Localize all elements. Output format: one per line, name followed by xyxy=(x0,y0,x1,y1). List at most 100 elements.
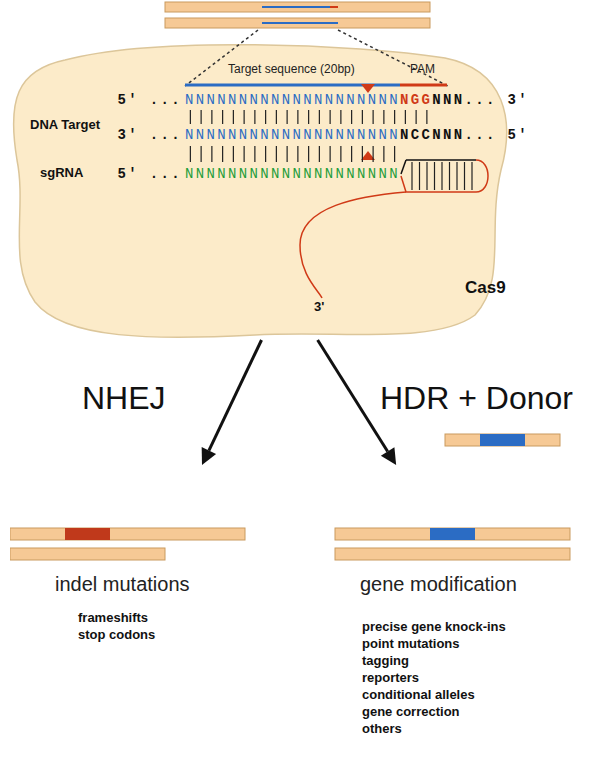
base-pair xyxy=(340,110,341,124)
strand-end: 3' xyxy=(314,300,324,315)
base-pair xyxy=(373,146,374,162)
base-pair xyxy=(222,110,223,124)
cut-site xyxy=(361,84,375,93)
base-pair xyxy=(394,146,395,162)
bracket-label: Target sequence (20bp) xyxy=(228,63,355,77)
dna-bar xyxy=(10,548,165,560)
target-sequence: NNNNNNNNNNNNNNNNNNNN xyxy=(185,127,400,143)
base-pair xyxy=(201,146,202,162)
hairpin-strand xyxy=(401,160,406,174)
base-pair xyxy=(265,110,266,124)
base-pair xyxy=(308,146,309,162)
base-pair xyxy=(254,146,255,162)
base-pair xyxy=(383,146,384,162)
base-pair xyxy=(211,110,212,124)
indel-site xyxy=(65,528,110,540)
arrowhead xyxy=(202,447,216,465)
donor-insert xyxy=(480,434,525,446)
node-heading: gene modification xyxy=(360,573,517,596)
base-pair xyxy=(362,146,363,162)
list-item: conditional alleles xyxy=(362,688,475,703)
base-pair xyxy=(233,146,234,162)
node-heading: Cas9 xyxy=(465,278,506,298)
base-pair xyxy=(244,110,245,124)
pam-complement: NCC xyxy=(400,127,432,143)
dna-bar xyxy=(335,528,570,540)
outcome-group: indel mutations frameshifts stop codons xyxy=(10,465,250,650)
base-pair xyxy=(276,110,277,124)
base-pair xyxy=(308,110,309,124)
guide-sequence: NNNNNNNNNNNNNNNNNNNN xyxy=(185,166,400,182)
dna-bar xyxy=(335,548,570,560)
strand-end: 5' ... xyxy=(117,166,182,182)
strand-end: NNN... 3' xyxy=(432,92,529,108)
hairpin-pair xyxy=(419,162,420,190)
scaffold-tail xyxy=(300,192,406,298)
base-pair xyxy=(426,110,427,124)
list-item: stop codons xyxy=(78,628,155,643)
chromosome-bars xyxy=(165,2,430,28)
base-pair xyxy=(287,146,288,162)
list-item: reporters xyxy=(362,671,419,686)
pam-sequence: NGG xyxy=(400,92,432,108)
base-pair xyxy=(405,110,406,124)
target-mark xyxy=(262,22,338,24)
hairpin-pair xyxy=(471,162,472,190)
hairpin-pair xyxy=(441,162,442,190)
strand-end: 3' ... xyxy=(117,127,182,143)
inserted-sequence xyxy=(430,528,475,540)
donor-bar xyxy=(445,434,560,446)
list-item: frameshifts xyxy=(78,611,148,626)
flow-arrow xyxy=(202,340,262,465)
base-pair xyxy=(319,146,320,162)
base-pair xyxy=(383,110,384,124)
pam-bracket xyxy=(400,84,447,87)
list-item: tagging xyxy=(362,654,409,669)
hairpin-pair xyxy=(456,162,457,190)
target-sequence: NNNNNNNNNNNNNNNNNNNN xyxy=(185,92,400,108)
base-pair xyxy=(276,146,277,162)
scaffold-strand xyxy=(401,160,488,192)
base-pair xyxy=(201,110,202,124)
list-item: others xyxy=(362,722,402,737)
base-pair xyxy=(265,146,266,162)
row-label: sgRNA xyxy=(40,166,83,181)
dna-bars xyxy=(10,465,250,565)
pathway-label: NHEJ xyxy=(82,381,166,416)
base-pair xyxy=(319,110,320,124)
base-pair xyxy=(190,110,191,124)
strand-end: 5' ... xyxy=(117,92,182,108)
outcome-group: gene modificationprecise gene knock-insp… xyxy=(330,465,575,750)
base-pair xyxy=(297,146,298,162)
row-label: DNA Target xyxy=(30,118,100,133)
strand-end: NNN... 5' xyxy=(432,127,529,143)
arrow-line xyxy=(209,340,262,451)
pam-mark xyxy=(330,6,338,8)
base-pair xyxy=(330,110,331,124)
dna-bar xyxy=(165,18,430,28)
list-item: point mutations xyxy=(362,637,460,652)
arrow-line xyxy=(318,340,388,451)
base-pair xyxy=(211,146,212,162)
base-pair xyxy=(297,110,298,124)
base-pair xyxy=(416,110,417,124)
base-pair xyxy=(351,110,352,124)
base-pair xyxy=(330,146,331,162)
base-pair xyxy=(351,146,352,162)
arrowhead xyxy=(381,447,396,465)
zoom-line xyxy=(338,30,448,86)
hairpin-pair xyxy=(434,162,435,190)
hairpin-pair xyxy=(426,162,427,190)
dna-bar xyxy=(165,2,430,12)
base-pair xyxy=(362,110,363,124)
base-pair xyxy=(373,110,374,124)
base-pair xyxy=(394,110,395,124)
list-item: gene correction xyxy=(362,705,460,720)
base-pair xyxy=(287,110,288,124)
dna-bar xyxy=(10,528,245,540)
base-pair xyxy=(340,146,341,162)
node-heading: indel mutations xyxy=(55,573,190,596)
base-pair xyxy=(190,146,191,162)
